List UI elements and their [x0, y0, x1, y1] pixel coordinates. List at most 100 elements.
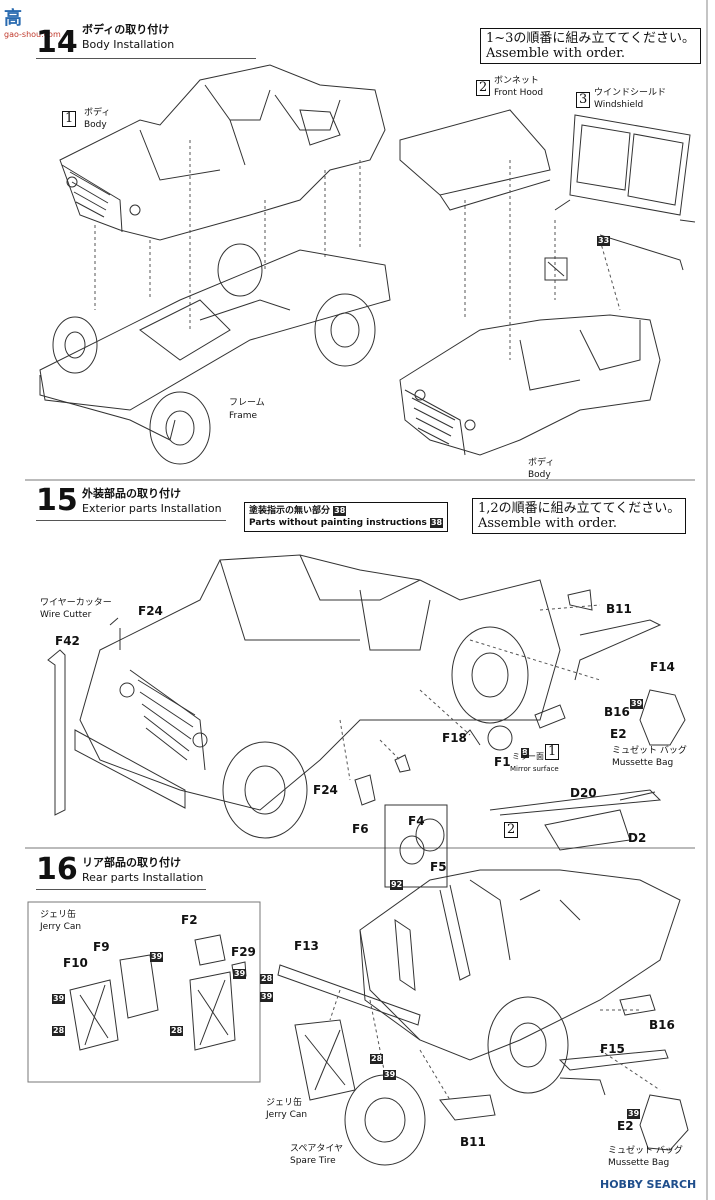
step15-title-en: Exterior parts Installation — [82, 502, 222, 515]
part-f24-lower: F24 — [313, 783, 338, 797]
jerry-can-en: Jerry Can — [266, 1110, 308, 1120]
paint-code-39-d: 39 — [52, 994, 66, 1004]
part-f29: F29 — [231, 945, 256, 959]
step14-title-en: Body Installation — [82, 38, 175, 51]
step16-jeep-rear-drawing — [359, 869, 681, 1094]
step14-frame-drawing — [39, 243, 391, 465]
paint-code-39-e: 39 — [260, 992, 274, 1002]
part-f6: F6 — [352, 822, 369, 836]
jerry-detail-jp: ジェリ缶 — [40, 910, 77, 920]
spare-tire-jp: スペアタイヤ — [290, 1144, 344, 1154]
windshield-jp: ウインドシールド — [594, 88, 667, 98]
part-b16-upper: B16 — [604, 705, 630, 719]
paint-note-jp: 塗装指示の無い部分 — [249, 506, 331, 516]
mirror-jp: ミラー面 — [512, 752, 544, 761]
watermark-top-left: 高 gao-shou.com — [4, 4, 61, 39]
part-b16-lower: B16 — [649, 1018, 675, 1032]
part-f13: F13 — [294, 939, 319, 953]
body2-jp: ボディ — [528, 458, 555, 468]
part-d20: D20 — [570, 786, 597, 800]
paint-code-33: 33 — [597, 236, 611, 246]
part-f15: F15 — [600, 1042, 625, 1056]
part-f1: F1 — [494, 755, 511, 769]
frame-jp: フレーム — [229, 398, 265, 408]
step14-body-drawing — [59, 64, 386, 241]
bag2-en: Mussette Bag — [608, 1158, 670, 1168]
paint-note-code-a: 38 — [333, 506, 347, 516]
paint-code-39-c: 39 — [233, 969, 247, 979]
step15-jeep-drawing — [74, 554, 561, 839]
paint-note-en: Parts without painting instructions — [249, 518, 427, 528]
label-hood: 2 — [476, 76, 491, 96]
step14-order-note: 1~3の順番に組み立ててください。 Assemble with order. — [480, 28, 702, 64]
part-f4: F4 — [408, 814, 425, 828]
watermark-logo: 高 — [4, 8, 22, 29]
seq-number-hood: 2 — [476, 80, 491, 96]
step14-assembled-body-drawing — [399, 314, 661, 456]
paint-note-box: 塗装指示の無い部分 38 Parts without painting inst… — [244, 502, 449, 532]
bag2-jp: ミュゼット バッグ — [608, 1146, 683, 1156]
body2-en: Body — [528, 470, 551, 480]
part-f18: F18 — [442, 731, 467, 745]
hood-en: Front Hood — [494, 88, 544, 98]
paint-code-28-d: 28 — [370, 1054, 384, 1064]
wire-cutter-en: Wire Cutter — [40, 610, 92, 620]
step-number-14: 14 — [36, 25, 78, 60]
seq-number-body: 1 — [62, 111, 77, 127]
seq-box-1: 1 — [545, 740, 560, 760]
step14-windshield-drawing — [554, 114, 696, 271]
seq-number-windshield: 3 — [576, 92, 591, 108]
paint-code-28-b: 28 — [170, 1026, 184, 1036]
paint-code-28-a: 28 — [52, 1026, 66, 1036]
part-f2: F2 — [181, 913, 198, 927]
part-f14: F14 — [650, 660, 675, 674]
part-f9: F9 — [93, 940, 110, 954]
hood-jp: ボンネット — [494, 76, 539, 86]
seq-box-2: 2 — [504, 818, 519, 838]
step15-order-jp: 1,2の順番に組み立ててください。 — [478, 501, 681, 516]
body-en: Body — [84, 120, 107, 130]
paint-code-92: 92 — [390, 880, 404, 890]
part-b11-upper: B11 — [606, 602, 632, 616]
jerry-detail-en: Jerry Can — [40, 922, 82, 932]
part-f10: F10 — [63, 956, 88, 970]
watermark-url: gao-shou.com — [4, 30, 61, 39]
mirror-code: 8 — [521, 748, 529, 758]
part-f42: F42 — [55, 634, 80, 648]
bag-en: Mussette Bag — [612, 758, 674, 768]
jerry-can-jp: ジェリ缶 — [266, 1098, 303, 1108]
frame-en: Frame — [229, 411, 258, 421]
step14-order-jp: 1~3の順番に組み立ててください。 — [486, 31, 696, 46]
step15-title-jp: 外装部品の取り付け — [82, 487, 181, 500]
part-e2-upper: E2 — [610, 727, 627, 741]
step16-title-jp: リア部品の取り付け — [82, 856, 181, 869]
step-number-16: 16 — [36, 852, 78, 887]
bag-jp: ミュゼット バッグ — [612, 746, 687, 756]
step14-hood-drawing — [399, 109, 551, 211]
part-f24-upper: F24 — [138, 604, 163, 618]
part-b11-lower: B11 — [460, 1135, 486, 1149]
jerry-can-detail-drawing — [69, 934, 247, 1051]
paint-code-28-c: 28 — [260, 974, 274, 984]
part-f5: F5 — [430, 860, 447, 874]
step16-title-en: Rear parts Installation — [82, 871, 204, 884]
paint-code-39-b: 39 — [150, 952, 164, 962]
spare-tire-en: Spare Tire — [290, 1156, 336, 1166]
wire-cutter-jp: ワイヤーカッター — [40, 598, 112, 608]
windshield-en: Windshield — [594, 100, 644, 110]
step15-order-en: Assemble with order. — [478, 516, 618, 531]
paint-code-39-f: 39 — [383, 1070, 397, 1080]
part-e2-lower: E2 — [617, 1119, 634, 1133]
body-jp: ボディ — [84, 108, 111, 118]
label-body: 1 — [62, 107, 77, 127]
mirror-en: Mirror surface — [510, 765, 559, 773]
paint-code-39-g: 39 — [627, 1109, 641, 1119]
step15-order-note: 1,2の順番に組み立ててください。 Assemble with order. — [472, 498, 687, 534]
step-number-15: 15 — [36, 483, 78, 518]
part-d2: D2 — [628, 831, 647, 845]
watermark-bottom-right: HOBBY SEARCH — [600, 1178, 697, 1191]
paint-note-code-b: 38 — [429, 518, 444, 528]
step14-title-jp: ボディの取り付け — [82, 23, 170, 36]
label-windshield: 3 — [576, 88, 591, 108]
